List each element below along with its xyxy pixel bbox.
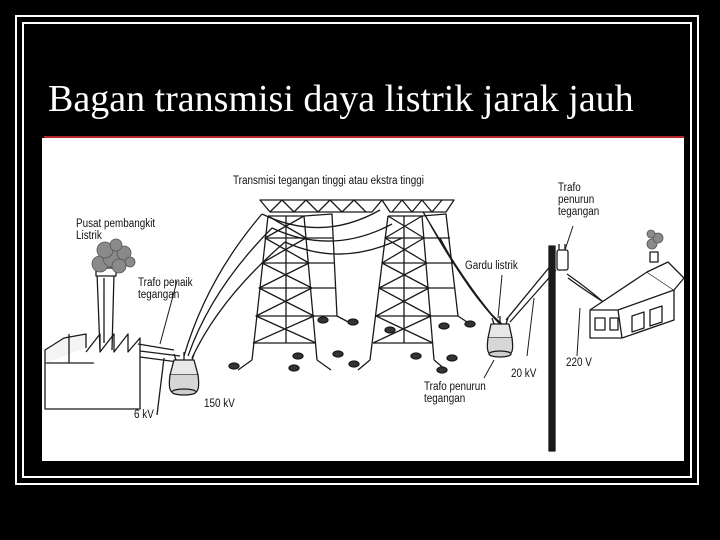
voltage-20kv-label: 20 kV — [511, 368, 537, 380]
power-plant-icon — [44, 267, 141, 410]
transmission-tower-icon — [228, 199, 383, 372]
step-up-transformer-icon — [168, 352, 200, 396]
power-plant-label: Pusat pembangkit Listrik — [76, 218, 156, 242]
slide-inner-border — [22, 22, 692, 478]
step-down-transformer-top-label: Trafo penurun tegangan — [558, 182, 600, 218]
smoke-icon — [91, 238, 136, 274]
substation-label: Gardu listrik — [465, 260, 518, 272]
house-icon — [589, 251, 685, 339]
transmission-diagram: Transmisi tegangan tinggi atau ekstra ti… — [42, 138, 685, 461]
step-up-transformer-label: Trafo penaik tegangan — [138, 277, 193, 301]
slide-title: Bagan transmisi daya listrik jarak jauh — [48, 78, 634, 120]
utility-pole-icon — [548, 225, 574, 452]
step-down-transformer-bottom-label: Trafo penurun tegangan — [424, 381, 486, 405]
transmission-tower-icon — [348, 199, 476, 374]
chimney-smoke-icon — [646, 229, 664, 250]
slide-outer-border — [15, 15, 699, 485]
title-divider — [44, 136, 684, 138]
voltage-6kv-label: 6 kV — [134, 409, 154, 421]
substation-transformer-icon — [486, 316, 514, 358]
diagram-drawing — [44, 199, 685, 452]
voltage-150kv-label: 150 kV — [204, 398, 235, 410]
voltage-220v-label: 220 V — [566, 357, 592, 369]
transmission-label: Transmisi tegangan tinggi atau ekstra ti… — [233, 175, 424, 187]
